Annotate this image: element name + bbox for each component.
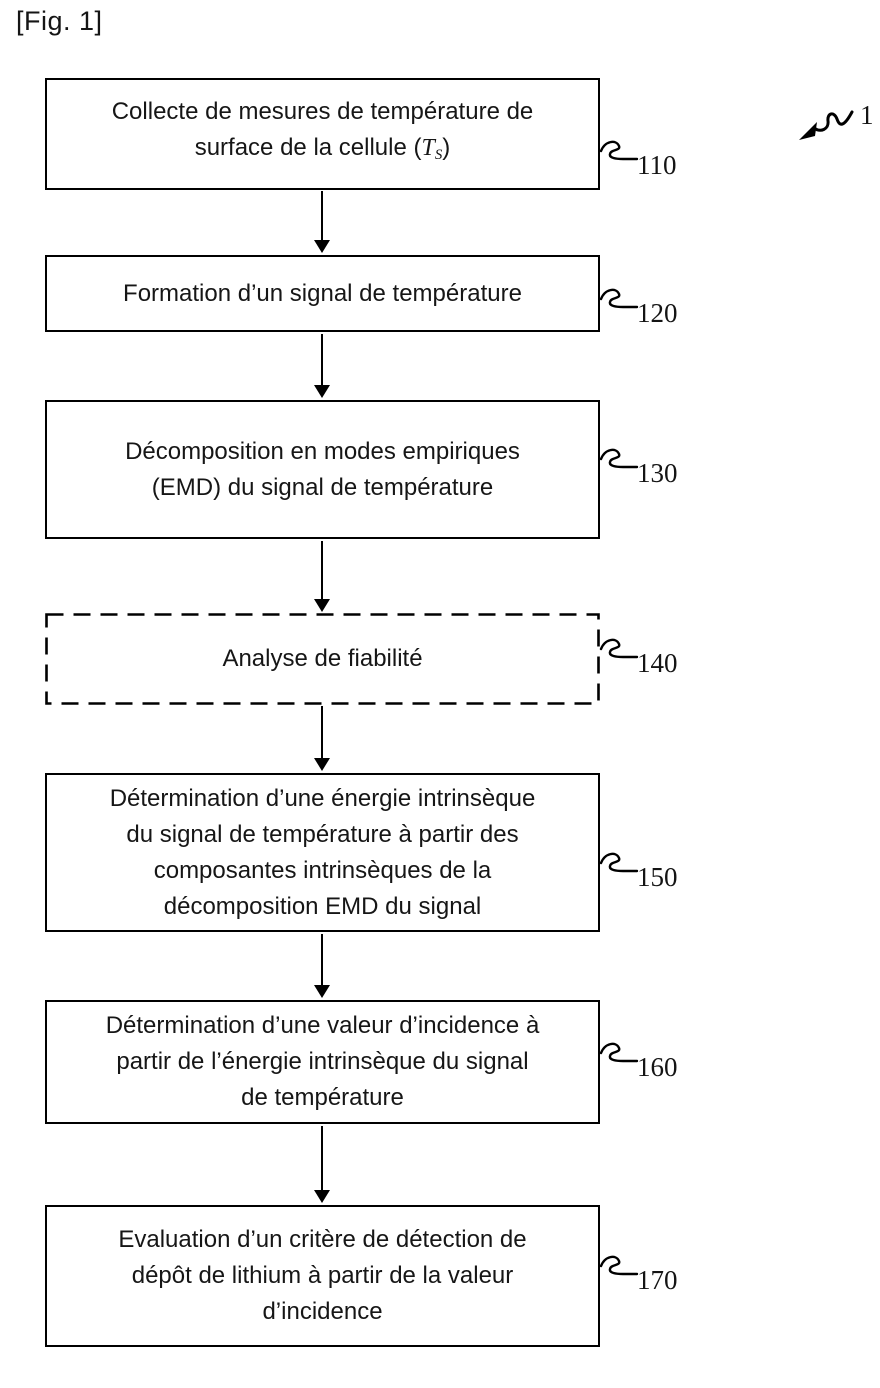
step-box-determination-valeur-incidence: Détermination d’une valeur d’incidence à… xyxy=(45,1000,600,1124)
step-box-evaluation-critere: Evaluation d’un critère de détection de … xyxy=(45,1205,600,1347)
reference-squiggle-icon xyxy=(599,1042,639,1063)
flow-arrow xyxy=(314,1126,331,1203)
reference-squiggle-icon xyxy=(599,140,639,161)
arrow-head xyxy=(314,758,330,771)
step-text-line: dépôt de lithium à partir de la valeur xyxy=(131,1262,514,1289)
step-text-line: (EMD) du signal de température xyxy=(151,473,494,501)
step-box-analyse-fiabilite: Analyse de fiabilité xyxy=(45,613,600,705)
step-text-line: Formation d’un signal de température xyxy=(123,279,522,307)
reference-callout-140: 140 xyxy=(599,636,678,679)
arrow-head xyxy=(314,240,330,253)
reference-number: 170 xyxy=(637,1265,678,1295)
arrow-shaft xyxy=(321,191,323,240)
step-text-line: décomposition EMD du signal xyxy=(163,892,482,920)
reference-squiggle-icon xyxy=(599,638,639,659)
step-box-decomposition-emd: Décomposition en modes empiriques (EMD) … xyxy=(45,400,600,539)
reference-number: 140 xyxy=(637,648,678,678)
arrow-head xyxy=(314,385,330,398)
step-box-collecte-mesures: Collecte de mesures de température de su… xyxy=(45,78,600,190)
flow-arrow xyxy=(314,934,331,998)
step-text-line: composantes intrinsèques de la xyxy=(153,856,492,884)
reference-number: 160 xyxy=(637,1052,678,1082)
overall-reference: 1 xyxy=(788,98,874,156)
arrow-shaft xyxy=(321,1126,323,1190)
reference-squiggle-icon xyxy=(599,448,639,469)
reference-number: 150 xyxy=(637,862,678,892)
step-text-line: de température xyxy=(241,1084,404,1111)
temperature-symbol: T xyxy=(421,135,435,162)
arrow-shaft xyxy=(321,706,323,758)
step-text-line: Evaluation d’un critère de détection de xyxy=(118,1226,527,1253)
step-text-line: du signal de température à partir des xyxy=(126,820,519,848)
arrow-shaft xyxy=(321,541,323,599)
reference-callout-120: 120 xyxy=(599,286,678,329)
temperature-subscript: S xyxy=(434,147,443,164)
reference-squiggle-icon xyxy=(599,852,639,873)
step-text-line: Analyse de fiabilité xyxy=(222,645,423,672)
step-text-line: Détermination d’une énergie intrinsèque xyxy=(109,784,536,812)
step-text-line: d’incidence xyxy=(262,1298,383,1325)
reference-number: 110 xyxy=(637,150,677,180)
arrow-head xyxy=(314,1190,330,1203)
step-text-line: Détermination d’une valeur d’incidence à xyxy=(105,1012,540,1039)
step-box-formation-signal: Formation d’un signal de température xyxy=(45,255,600,332)
step-text-line: Collecte de mesures de température de xyxy=(111,98,534,126)
flow-arrow xyxy=(314,541,331,612)
flow-arrow xyxy=(314,334,331,398)
reference-callout-110: 110 xyxy=(599,138,677,181)
squiggly-pointer-arrow-icon xyxy=(799,110,854,140)
step-box-determination-energie: Détermination d’une énergie intrinsèque … xyxy=(45,773,600,932)
reference-squiggle-icon xyxy=(599,288,639,309)
reference-squiggle-icon xyxy=(599,1255,639,1276)
reference-callout-130: 130 xyxy=(599,446,678,489)
step-text-line-formula: surface de la cellule (TS) xyxy=(195,130,451,173)
arrow-shaft xyxy=(321,934,323,985)
flow-arrow xyxy=(314,191,331,253)
reference-callout-170: 170 xyxy=(599,1253,678,1296)
flow-arrow xyxy=(314,706,331,771)
figure-label: [Fig. 1] xyxy=(16,6,103,36)
reference-number: 130 xyxy=(637,458,678,488)
reference-callout-160: 160 xyxy=(599,1040,678,1083)
step-text-line: partir de l’énergie intrinsèque du signa… xyxy=(116,1048,529,1075)
reference-callout-150: 150 xyxy=(599,850,678,893)
formula-prefix: surface de la cellule ( xyxy=(194,134,422,162)
reference-number: 120 xyxy=(637,298,678,328)
arrow-shaft xyxy=(321,334,323,385)
formula-suffix: ) xyxy=(442,134,451,162)
arrow-head xyxy=(314,985,330,998)
step-text-line: Décomposition en modes empiriques xyxy=(125,437,520,465)
overall-reference-number: 1 xyxy=(860,100,874,130)
arrow-head xyxy=(314,599,330,612)
